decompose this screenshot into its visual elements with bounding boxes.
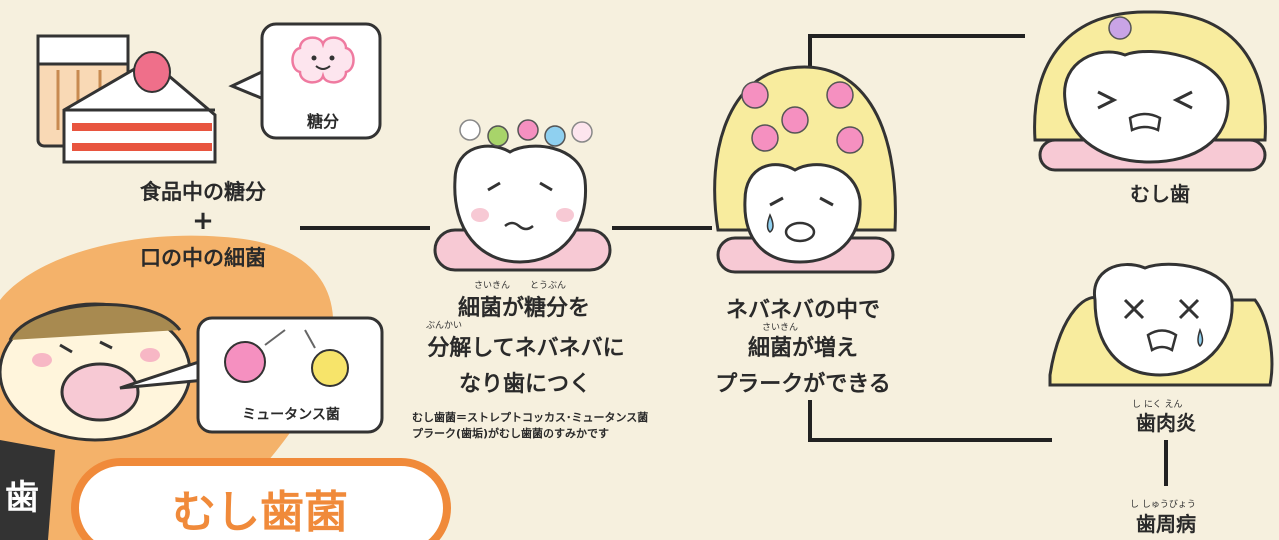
ruby-shishuubyou: し しゅうびょう	[1130, 500, 1196, 510]
ruby-saikin-1: さいきん	[474, 281, 511, 291]
cavity-tooth-illustration	[1033, 10, 1267, 172]
mouth-bacteria-label: 口の中の細菌	[140, 246, 266, 270]
ruby-saikin-2: さいきん	[762, 323, 799, 333]
stage2-line3: プラークができる	[715, 372, 891, 397]
cavity-label: むし歯	[1130, 182, 1190, 206]
title-badge-frame	[71, 458, 451, 540]
corner-char: 歯	[5, 478, 39, 518]
stage1-line1: 細菌が糖分を	[457, 296, 590, 321]
mutans-bubble-label: ミュータンス菌	[242, 407, 340, 423]
stage2-line2: 細菌が増え	[747, 336, 858, 361]
gingivitis-label: 歯肉炎	[1136, 411, 1196, 435]
connector-stage2-top	[808, 34, 1025, 80]
gum-disease-tooth-illustration	[1048, 262, 1274, 387]
mutans-speech-bubble	[119, 316, 384, 434]
food-sugar-label: 食品中の糖分	[140, 180, 266, 204]
child-face-illustration	[0, 302, 192, 442]
title-badge-text: むし歯菌	[172, 487, 348, 538]
stage1-tooth-illustration	[433, 119, 612, 272]
ruby-bunkai: ぶんかい	[426, 321, 463, 331]
cake-illustration	[62, 51, 217, 164]
periodontal-label: 歯周病	[1136, 512, 1196, 536]
dark-corner	[0, 440, 55, 540]
stage1-line3: なり歯につく	[458, 372, 591, 397]
ruby-shinikuen: し にく えん	[1132, 400, 1183, 410]
ruby-toubun: とうぶん	[530, 281, 567, 291]
sugar-speech-bubble	[228, 22, 382, 140]
plus-sign: +	[192, 206, 214, 236]
stage1-line2: 分解してネバネバに	[427, 336, 625, 361]
note-line1: むし歯菌＝ストレプトコッカス･ミュータンス菌	[412, 411, 649, 424]
stage2-tooth-illustration	[713, 65, 897, 274]
connector-stage2-bottom	[808, 400, 1052, 442]
note-line2: プラーク(歯垢)がむし歯菌のすみかです	[412, 427, 610, 440]
sugar-bubble-label: 糖分	[306, 112, 339, 131]
stage2-line1: ネバネバの中で	[725, 298, 880, 323]
